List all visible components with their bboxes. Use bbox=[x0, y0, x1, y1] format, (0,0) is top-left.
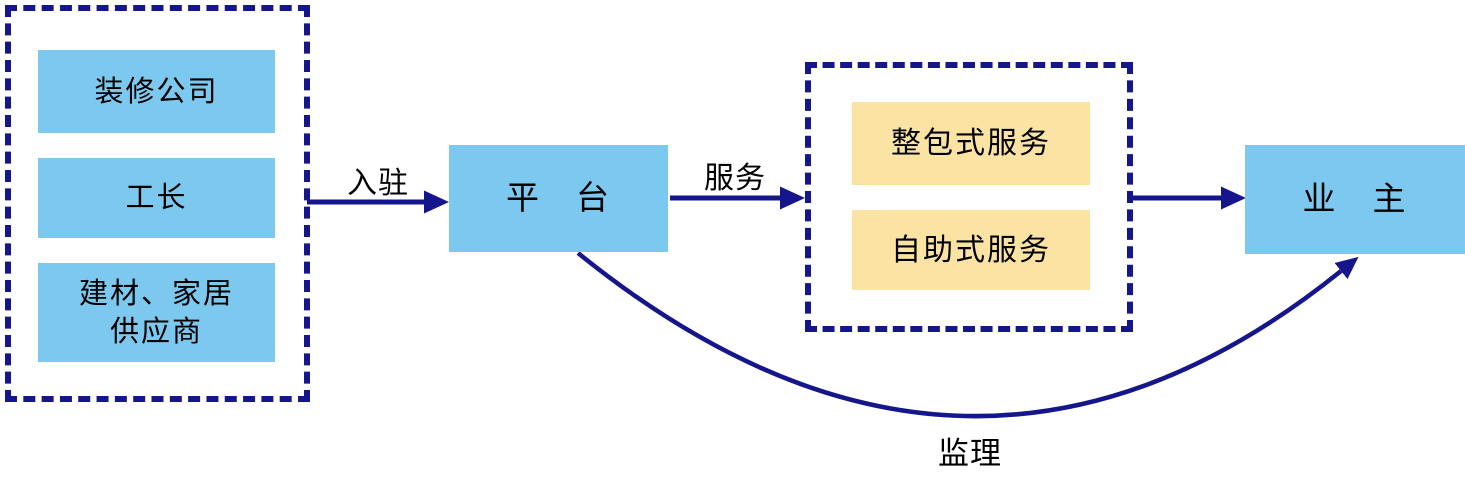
supplier-item-label: 工长 bbox=[125, 180, 188, 215]
suppliers-group-box bbox=[5, 5, 310, 402]
services-group-box bbox=[805, 62, 1133, 332]
supplier-item-foreman: 工长 bbox=[38, 158, 275, 238]
arrow-join-label: 入驻 bbox=[347, 166, 409, 201]
arrow-service-label: 服务 bbox=[704, 161, 766, 196]
owner-box: 业 主 bbox=[1245, 145, 1465, 254]
supplier-item-materials-supplier: 建材、家居 供应商 bbox=[38, 263, 275, 362]
supplier-item-label: 建材、家居 供应商 bbox=[78, 275, 234, 348]
service-item-label: 自助式服务 bbox=[891, 232, 1051, 268]
owner-label: 业 主 bbox=[1302, 179, 1408, 219]
supplier-item-label: 装修公司 bbox=[94, 73, 219, 108]
arrow-supervision-label: 监理 bbox=[938, 436, 1002, 472]
service-item-full-package: 整包式服务 bbox=[852, 102, 1090, 185]
platform-box: 平 台 bbox=[449, 145, 668, 252]
service-item-self-service: 自助式服务 bbox=[852, 210, 1090, 290]
supplier-item-decoration-company: 装修公司 bbox=[38, 50, 275, 133]
platform-label: 平 台 bbox=[506, 178, 611, 218]
service-item-label: 整包式服务 bbox=[891, 126, 1051, 161]
